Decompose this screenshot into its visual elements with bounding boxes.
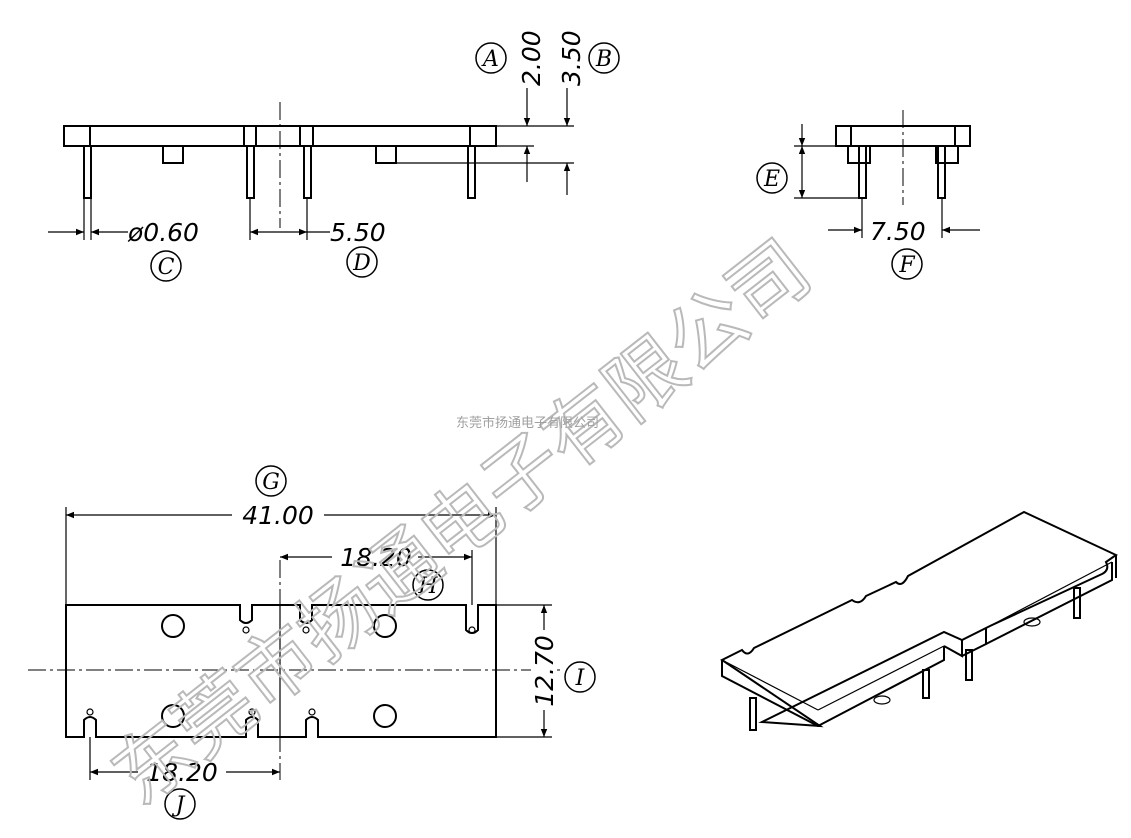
label-c: C	[158, 255, 175, 280]
label-j: J	[172, 793, 186, 818]
dim-b-value: 3.50	[557, 30, 586, 86]
label-h: H	[417, 574, 438, 599]
label-d-circle	[346, 246, 378, 278]
dim-c-value: ø0.60	[127, 218, 199, 247]
side-pin	[937, 145, 946, 199]
front-pin	[246, 145, 255, 199]
label-c-circle	[150, 250, 182, 282]
label-b-circle	[588, 42, 620, 74]
side-pin	[858, 145, 867, 199]
label-g: G	[262, 470, 280, 495]
isometric-view	[720, 510, 1118, 731]
front-pin	[467, 145, 476, 199]
dim-j-value: 18.20	[146, 758, 218, 787]
front-pin	[83, 145, 92, 199]
label-h-circle	[412, 569, 444, 601]
label-j-circle	[164, 788, 196, 820]
dim-a-value: 2.00	[517, 30, 546, 86]
dim-d-value: 5.50	[330, 218, 386, 247]
label-b: B	[595, 47, 612, 72]
label-a: A	[481, 47, 499, 72]
label-g-circle	[255, 465, 287, 497]
label-a-circle	[475, 42, 507, 74]
front-view	[48, 88, 574, 240]
side-view	[794, 110, 980, 238]
label-f: F	[898, 253, 915, 278]
label-d: D	[352, 251, 371, 276]
dim-g-value: 41.00	[242, 501, 314, 530]
label-e-circle	[756, 162, 788, 194]
label-e: E	[763, 167, 780, 192]
label-i-circle	[564, 661, 596, 693]
watermark-large: 东莞市扬通电子有限公司	[96, 224, 828, 823]
front-pin	[303, 145, 312, 199]
watermark-small: 东莞市扬通电子有限公司	[456, 415, 599, 431]
label-f-circle	[891, 248, 923, 280]
label-i: I	[575, 666, 586, 691]
dim-h-value: 18.20	[340, 543, 412, 572]
dim-f-value: 7.50	[870, 217, 926, 246]
dim-i-value: 12.70	[530, 635, 559, 707]
